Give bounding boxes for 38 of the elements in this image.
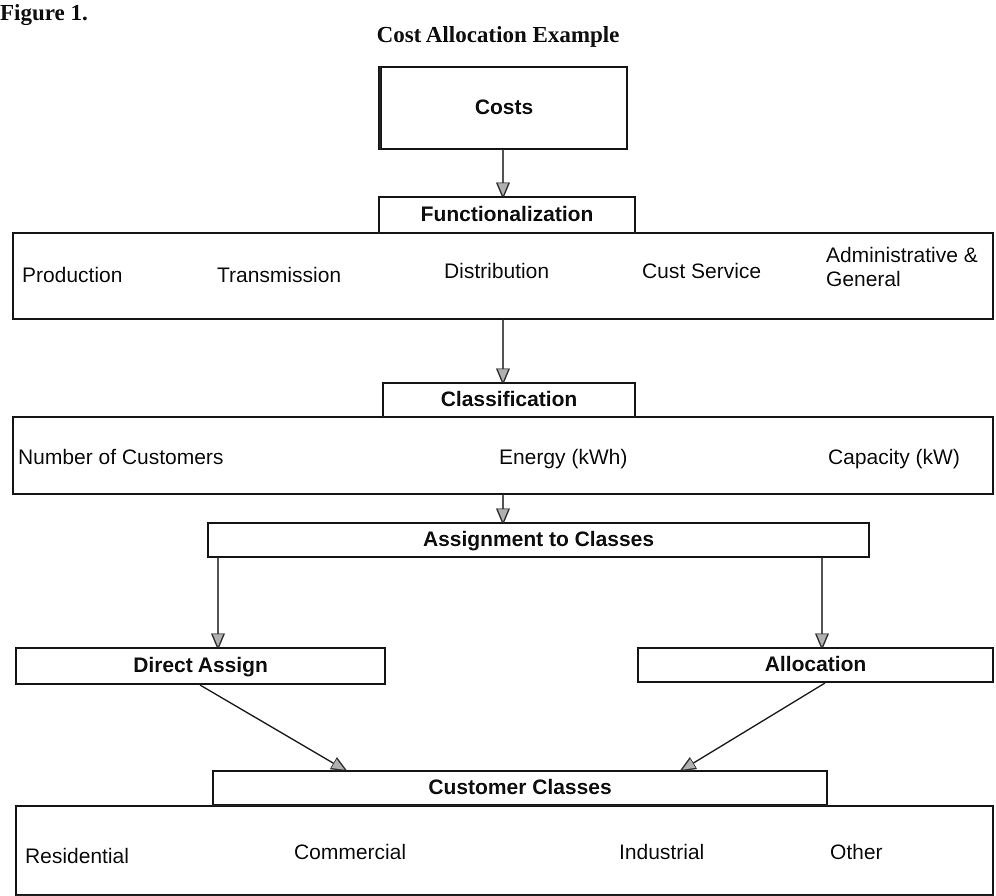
category-label: Energy (kWh) [499, 446, 628, 470]
category-label: Distribution [444, 260, 550, 284]
category-label: Capacity (kW) [828, 446, 960, 470]
box-title: Costs [474, 96, 534, 120]
box-title: Direct Assign [133, 654, 268, 678]
arrow [200, 684, 348, 772]
process-box [378, 196, 636, 234]
process-box [378, 66, 628, 150]
arrow [680, 682, 826, 772]
category-label: Production [22, 264, 122, 288]
category-label: Cust Service [642, 260, 762, 284]
arrow [814, 558, 830, 650]
category-band [12, 416, 994, 495]
category-label: Residential [25, 845, 129, 870]
process-box [637, 647, 994, 683]
category-band [12, 232, 994, 320]
arrow [496, 320, 510, 384]
category-label: Number of Customers [18, 446, 224, 470]
category-band [15, 805, 994, 896]
diagram-title: Cost Allocation Example [376, 22, 620, 47]
process-box [212, 770, 828, 806]
box-title: Customer Classes [428, 776, 612, 800]
category-label: Commercial [294, 841, 406, 866]
category-label: Transmission [217, 264, 342, 288]
box-title: Classification [440, 388, 578, 412]
process-box [382, 382, 636, 418]
box-title: Assignment to Classes [422, 528, 654, 552]
category-label: Industrial [619, 841, 704, 866]
category-label: Administrative & General [826, 244, 979, 292]
figure-label: Figure 1. [0, 0, 88, 26]
box-title: Allocation [764, 653, 866, 677]
arrow [210, 558, 226, 650]
arrow [496, 150, 510, 198]
arrow [496, 495, 510, 524]
process-box [15, 647, 386, 685]
category-label: Other [830, 841, 883, 866]
box-title: Functionalization [420, 203, 594, 227]
process-box [207, 522, 870, 558]
